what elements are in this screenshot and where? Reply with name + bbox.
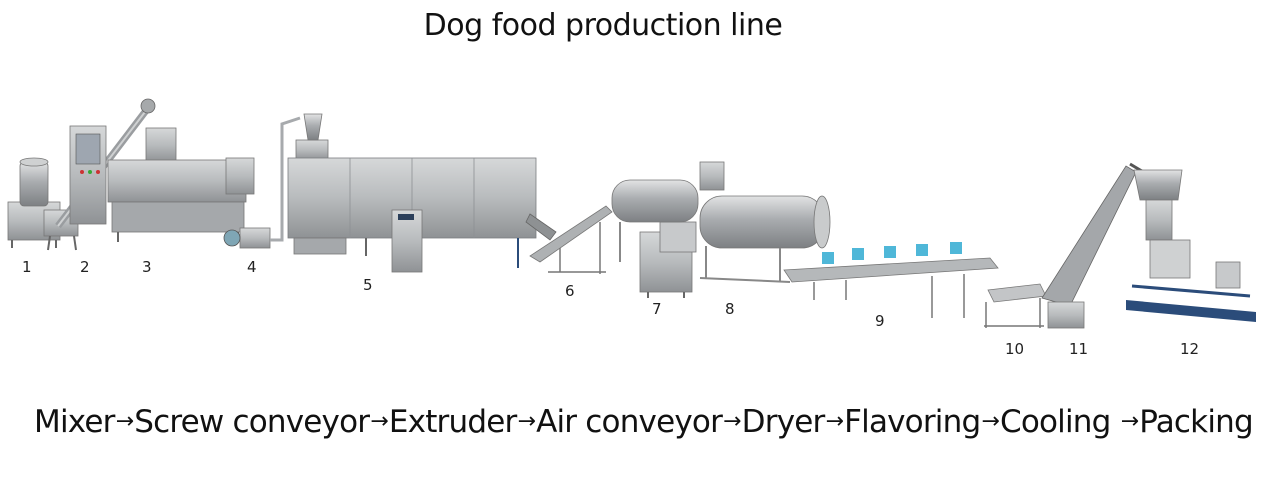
flow-arrow-icon: → [370,409,388,434]
extruder-icon [69,125,255,242]
diagram-title: Dog food production line [423,8,783,43]
seasoning-machine-icon [639,221,697,298]
machine-number-6: 6 [565,282,575,300]
process-flow: Mixer→Screw conveyor→Extruder→Air convey… [34,404,1254,440]
hoist-conveyor-icon [529,205,613,274]
flow-step-dryer: Dryer [741,404,826,440]
production-line-illustration [7,98,1256,329]
air-conveyor-icon [223,116,301,249]
flow-arrow-icon: → [115,409,134,434]
flow-step-packing: Packing [1139,404,1253,440]
flow-step-cooling: Cooling [999,404,1120,440]
flow-step-screw-conveyor: Screw conveyor [134,404,370,440]
machine-number-1: 1 [22,258,32,276]
flow-arrow-icon: → [1120,409,1139,434]
flow-arrow-icon: → [723,409,741,434]
flow-step-mixer: Mixer [34,404,115,440]
flow-step-flavoring: Flavoring [844,404,981,440]
machine-number-7: 7 [652,300,662,318]
flow-arrow-icon: → [981,409,999,434]
flow-arrow-icon: → [825,409,844,434]
cooling-conveyor-icon [783,242,999,318]
flow-arrow-icon: → [517,409,536,434]
machine-number-12: 12 [1180,340,1200,358]
packing-machine-icon [1126,169,1256,322]
machine-number-2: 2 [80,258,90,276]
machine-number-9: 9 [875,312,885,330]
flow-step-extruder: Extruder [388,404,517,440]
vibrating-screen-icon [984,283,1047,328]
flavoring-drum-icon [611,161,831,283]
machine-number-11: 11 [1069,340,1089,358]
flow-step-air-conveyor: Air conveyor [536,404,723,440]
machine-number-3: 3 [142,258,152,276]
machine-number-8: 8 [725,300,735,318]
dryer-icon [287,113,557,273]
machine-number-5: 5 [363,276,373,294]
machine-number-4: 4 [247,258,257,276]
machine-number-10: 10 [1005,340,1025,358]
